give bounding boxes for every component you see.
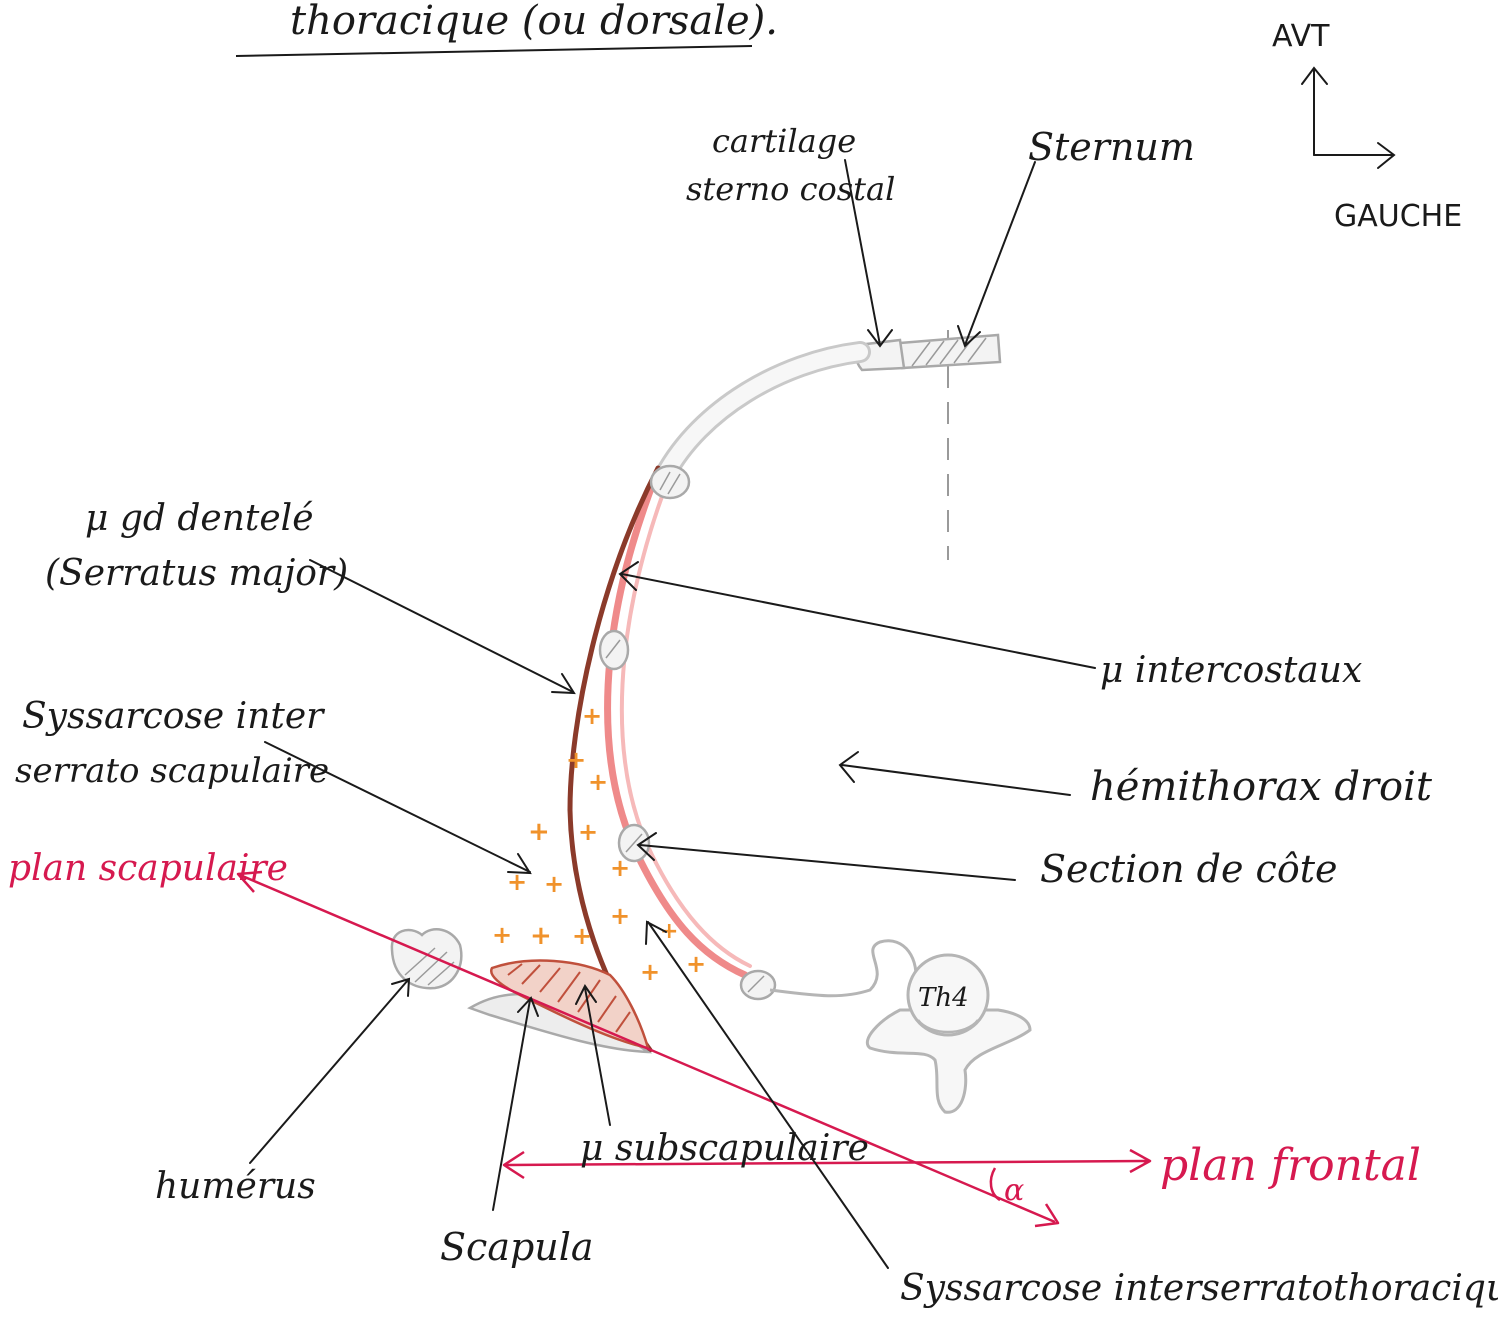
pointer-syssarcose-thoracique	[645, 920, 889, 1269]
intercostal-label: μ intercostaux	[1100, 650, 1362, 691]
rib-anterior-arc	[654, 341, 871, 486]
svg-text:+: +	[528, 817, 550, 847]
svg-text:+: +	[572, 922, 592, 950]
svg-text:+: +	[686, 950, 706, 978]
plan-frontal-label: plan frontal	[1160, 1140, 1421, 1191]
svg-text:+: +	[507, 868, 527, 896]
serratus-label-line2: (Serratus major)	[45, 553, 348, 594]
pointer-intercostal	[618, 561, 1096, 669]
orientation-up-arrow	[1301, 66, 1328, 156]
intercostal-muscle-edge	[619, 478, 752, 968]
cartilage-label-line2: sterno costal	[686, 170, 895, 208]
rib-section-1	[649, 464, 691, 500]
svg-text:+: +	[640, 958, 660, 986]
intercostal-muscle	[604, 474, 749, 979]
diagram-title: thoracique (ou dorsale).	[290, 0, 778, 44]
section-cote-label: Section de côte	[1040, 847, 1337, 891]
humerus-shape	[390, 928, 463, 990]
pointer-humerus	[249, 977, 411, 1164]
svg-text:+: +	[578, 818, 598, 846]
sternum-label: Sternum	[1028, 125, 1195, 169]
orientation-marker: AVT GAUCHE	[1272, 19, 1462, 234]
svg-text:+: +	[530, 921, 552, 951]
sternum-shape	[898, 333, 1002, 370]
alpha-angle-arc	[989, 1167, 1001, 1202]
rib-section-3	[617, 823, 651, 863]
svg-text:+: +	[610, 902, 630, 930]
vertebra-label: Th4	[918, 983, 969, 1013]
rib-posterior	[769, 939, 918, 998]
svg-text:+: +	[566, 746, 586, 774]
pointer-scapula	[492, 996, 539, 1211]
syssarcose-crosses: + + + + + + + + + + + + + + +	[492, 702, 706, 986]
svg-text:+: +	[610, 854, 630, 882]
hemithorax-label: hémithorax droit	[1090, 764, 1433, 810]
pointer-subscapulaire	[575, 984, 611, 1126]
rib-anterior-arc-inner	[657, 344, 868, 483]
syssarcose-thoracique-label: Syssarcose interserratothoracique	[900, 1268, 1498, 1309]
plan-scapulaire-label: plan scapulaire	[8, 848, 288, 889]
cartilage-label-line1: cartilage	[712, 122, 856, 160]
vertebra-th4: Th4	[866, 953, 1032, 1114]
rib-section-4	[739, 969, 777, 1001]
svg-text:+: +	[588, 768, 608, 796]
orientation-up-label: AVT	[1272, 19, 1330, 54]
orientation-right-arrow	[1313, 142, 1396, 169]
alpha-label: α	[1004, 1173, 1024, 1208]
subscapulaire-label: μ subscapulaire	[580, 1128, 869, 1169]
svg-text:+: +	[492, 921, 512, 949]
pointer-serratus	[309, 559, 576, 695]
title-underline	[235, 45, 753, 57]
svg-text:+: +	[544, 870, 564, 898]
humerus-label: humérus	[155, 1166, 316, 1207]
svg-text:+: +	[582, 702, 602, 730]
pointer-sternum	[957, 161, 1036, 348]
svg-text:+: +	[660, 919, 678, 944]
pointer-section-cote	[636, 832, 1016, 881]
syssarcose-inter-label-line2: serrato scapulaire	[15, 751, 329, 791]
scapular-plane	[236, 870, 1060, 1228]
pointer-syssarcose-inter	[264, 741, 532, 875]
rib-section-2	[598, 629, 630, 671]
orientation-right-label: GAUCHE	[1334, 199, 1462, 234]
syssarcose-inter-label-line1: Syssarcose inter	[22, 696, 325, 737]
pointer-hemithorax	[838, 751, 1071, 796]
pointer-cartilage	[844, 159, 893, 348]
scapula-label: Scapula	[440, 1225, 594, 1269]
serratus-label-line1: μ gd dentelé	[85, 498, 314, 539]
frontal-plane	[502, 1148, 1152, 1180]
